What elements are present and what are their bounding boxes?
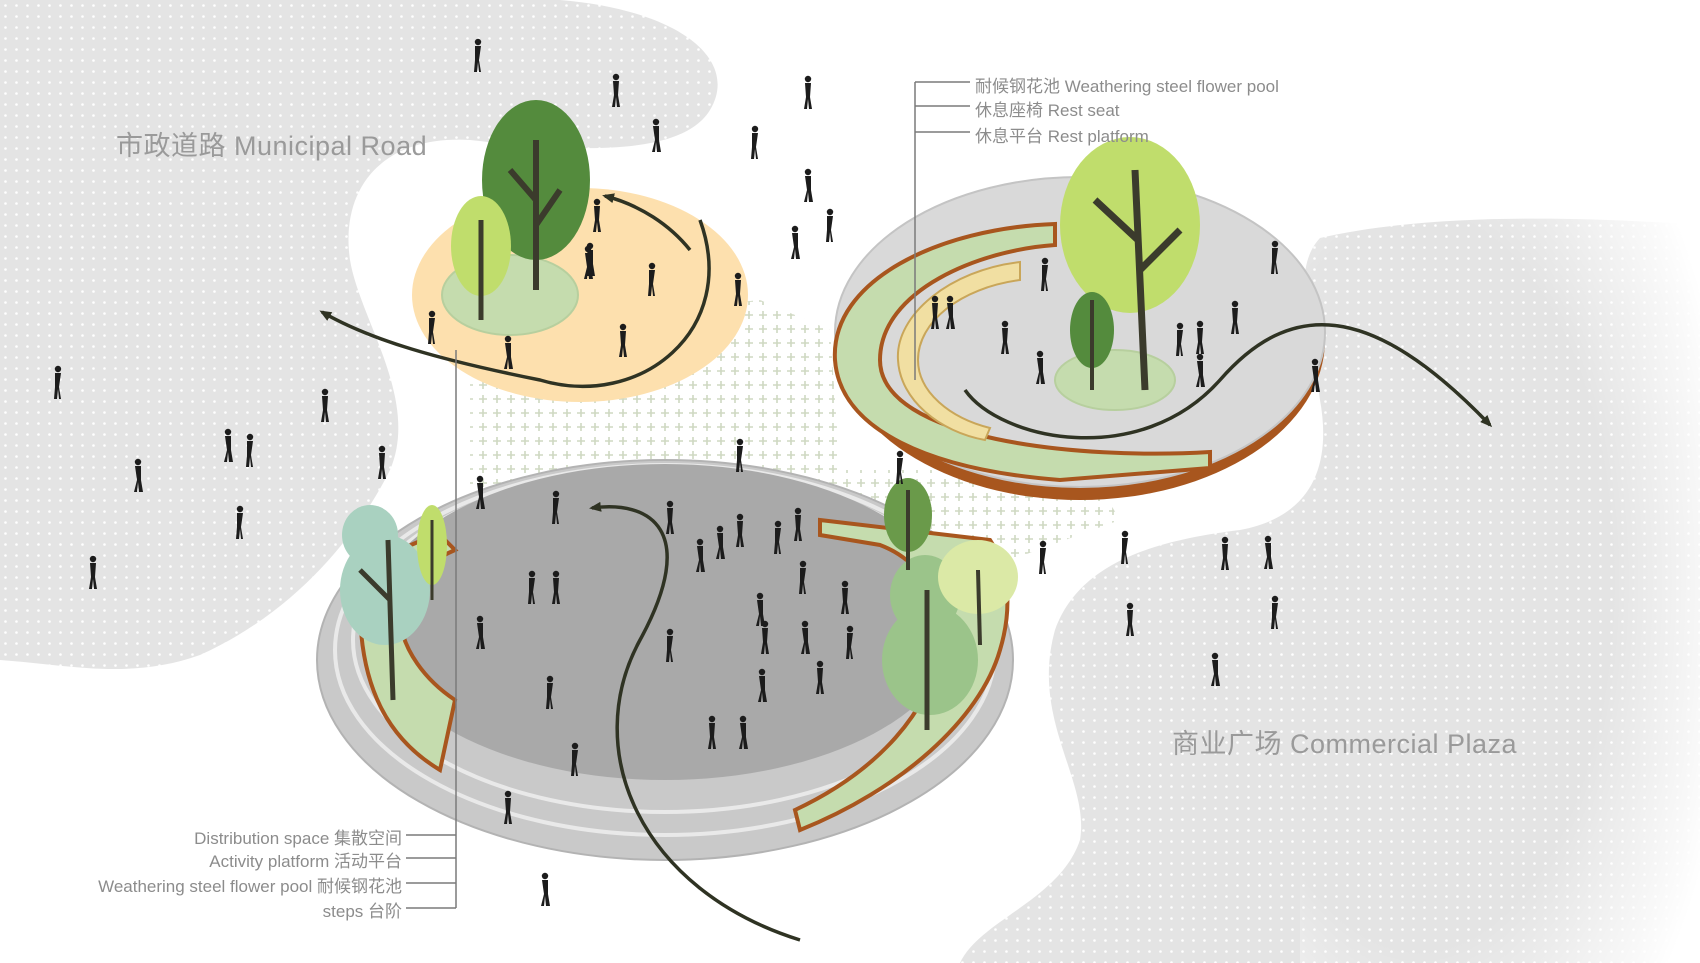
person-figure bbox=[841, 580, 849, 614]
person-figure bbox=[931, 295, 939, 329]
person-figure bbox=[734, 272, 742, 306]
activity-platform bbox=[370, 464, 960, 780]
person-figure bbox=[666, 500, 674, 534]
person-figure bbox=[236, 505, 244, 539]
flow-arrow-road-up bbox=[602, 193, 692, 252]
person-figure bbox=[804, 168, 813, 202]
person-figure bbox=[321, 388, 329, 422]
person-figure bbox=[504, 790, 512, 824]
person-figure bbox=[1001, 320, 1009, 354]
tree-mint-left bbox=[340, 505, 430, 701]
commercial-plaza-label: 商业广场 Commercial Plaza bbox=[1172, 729, 1518, 759]
person-figure bbox=[751, 125, 759, 159]
person-figure bbox=[758, 668, 767, 702]
person-figure bbox=[774, 520, 782, 554]
municipal-road-label: 市政道路 Municipal Road bbox=[116, 131, 428, 161]
legend-lower-steps: steps 台阶 bbox=[322, 902, 402, 921]
person-figure bbox=[804, 75, 812, 109]
person-figure bbox=[1196, 320, 1204, 354]
person-figure bbox=[666, 628, 674, 662]
person-figure bbox=[1231, 300, 1239, 334]
person-figure bbox=[89, 555, 97, 589]
legend-upper-flower-pool: 耐候钢花池 Weathering steel flower pool bbox=[975, 77, 1279, 96]
person-figure bbox=[612, 73, 620, 107]
person-figure bbox=[504, 335, 513, 369]
flow-arrow-road bbox=[319, 219, 711, 389]
person-figure bbox=[756, 592, 765, 626]
person-figure bbox=[546, 675, 554, 709]
tree-light-small bbox=[451, 196, 511, 320]
person-figure bbox=[1036, 350, 1045, 384]
person-figure bbox=[1264, 535, 1273, 569]
person-figure bbox=[1196, 353, 1205, 387]
flow-arrow-plaza bbox=[963, 323, 1493, 440]
person-figure bbox=[761, 620, 769, 654]
person-figure bbox=[708, 715, 716, 749]
person-figure bbox=[826, 208, 834, 242]
person-figure bbox=[1041, 257, 1049, 291]
person-figure bbox=[378, 445, 386, 479]
person-figure bbox=[428, 310, 436, 344]
person-figure bbox=[541, 872, 550, 906]
legend-upper-rest-platform: 休息平台 Rest platform bbox=[975, 127, 1149, 146]
municipal-road-zone bbox=[0, 0, 718, 670]
person-figure bbox=[54, 365, 62, 399]
person-figure bbox=[619, 323, 627, 357]
person-figure bbox=[1221, 536, 1229, 570]
person-figure bbox=[474, 38, 482, 72]
legend-lower-distribution-space: Distribution space 集散空间 bbox=[194, 829, 402, 848]
person-figure bbox=[1121, 530, 1129, 564]
legend-lower-activity-platform: Activity platform 活动平台 bbox=[209, 852, 402, 871]
person-figure bbox=[736, 513, 744, 547]
person-figure bbox=[739, 715, 748, 749]
person-figure bbox=[1211, 652, 1220, 686]
flow-arrow-main bbox=[589, 501, 801, 942]
leader-line-upper bbox=[914, 81, 970, 380]
person-figure bbox=[652, 118, 661, 152]
person-figure bbox=[134, 458, 143, 492]
person-figure bbox=[1039, 540, 1047, 574]
person-figure bbox=[552, 490, 560, 524]
plaza-fade-overlay bbox=[1300, 200, 1700, 963]
person-figure bbox=[1271, 240, 1279, 274]
person-figure bbox=[224, 428, 233, 462]
person-figure bbox=[801, 620, 810, 654]
tree-lime-right bbox=[938, 540, 1018, 646]
person-figure bbox=[476, 475, 485, 509]
person-figure bbox=[1271, 595, 1279, 629]
person-figure bbox=[1311, 358, 1320, 392]
person-figure bbox=[246, 433, 254, 467]
person-figure bbox=[799, 560, 807, 594]
person-figure bbox=[528, 570, 536, 604]
person-figure bbox=[896, 450, 904, 484]
tree-dark-small-right bbox=[1070, 292, 1114, 390]
person-figure bbox=[571, 742, 579, 776]
tree-dark-large bbox=[482, 100, 590, 290]
person-figure bbox=[794, 507, 802, 541]
person-figure bbox=[816, 660, 824, 694]
person-figure bbox=[1126, 602, 1134, 636]
leader-line-lower bbox=[406, 350, 457, 909]
person-figure bbox=[584, 245, 593, 279]
tree-dark-mid-right bbox=[884, 478, 932, 570]
person-figure bbox=[736, 438, 744, 472]
tree-light-large bbox=[1060, 137, 1200, 391]
person-figure bbox=[696, 538, 705, 572]
person-figure bbox=[593, 198, 601, 232]
legend-lower-flower-pool: Weathering steel flower pool 耐候钢花池 bbox=[98, 877, 402, 896]
tree-lime-left bbox=[417, 505, 447, 600]
rest-planter-ring bbox=[832, 221, 1212, 483]
tree-planter-top-right bbox=[1054, 349, 1176, 411]
person-figure bbox=[716, 525, 725, 559]
person-figure bbox=[476, 615, 485, 649]
person-figure bbox=[1176, 322, 1184, 356]
person-figure bbox=[791, 225, 800, 259]
person-figure bbox=[552, 570, 560, 604]
legend-upper-rest-seat: 休息座椅 Rest seat bbox=[975, 101, 1120, 120]
person-figure bbox=[846, 625, 854, 659]
person-figure bbox=[946, 295, 955, 329]
person-figure bbox=[648, 262, 656, 296]
